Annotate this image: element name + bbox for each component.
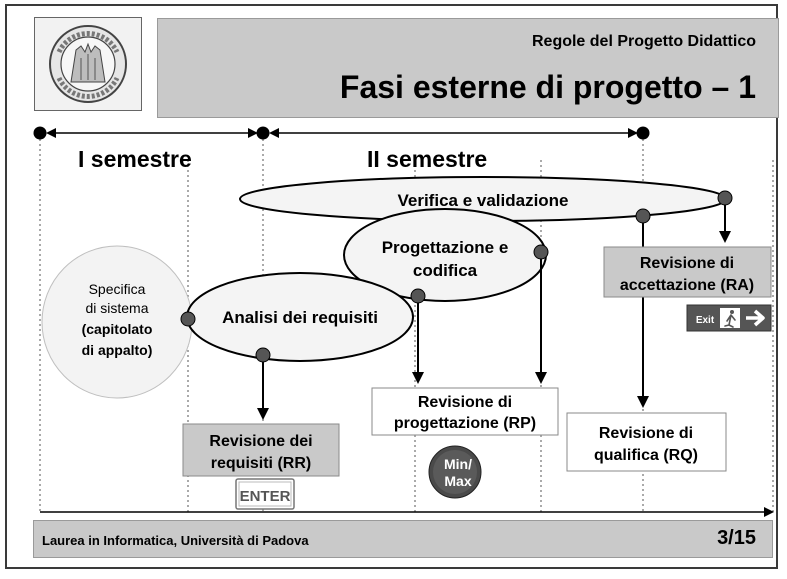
review-ra: Revisione di accettazione (RA) — [603, 246, 772, 298]
header-small-title: Regole del Progetto Didattico — [531, 33, 756, 50]
arrow-right-icon — [746, 309, 765, 327]
footer-institution: Laurea in Informatica, Università di Pad… — [42, 533, 309, 548]
verifica-ellipse: Verifica e validazione — [239, 176, 727, 222]
review-rq-text: Revisione di — [599, 425, 693, 442]
enter-label: ENTER — [240, 488, 291, 505]
slide-frame — [5, 4, 778, 569]
specifica-text: di appalto) — [82, 342, 153, 358]
review-rq: Revisione di qualifica (RQ) — [566, 412, 727, 472]
minmax-icon: Min/ Max — [428, 445, 482, 499]
review-rr: Revisione dei requisiti (RR) — [182, 423, 340, 477]
review-rr-text: requisiti (RR) — [211, 455, 311, 472]
specifica-text: (capitolato — [82, 321, 153, 337]
connector-dot — [180, 311, 196, 327]
review-ra-text: Revisione di — [640, 255, 734, 272]
progettazione-label: Progettazione e — [382, 238, 509, 257]
page-number: 3/15 — [717, 527, 756, 549]
progettazione-ellipse: Progettazione e codifica — [343, 208, 547, 302]
analisi-ellipse: Analisi dei requisiti — [186, 272, 414, 362]
review-rp-text: Revisione di — [418, 394, 512, 411]
exit-label: Exit — [696, 315, 715, 326]
enter-icon: ENTER — [235, 478, 295, 510]
page-title: Fasi esterne di progetto – 1 — [339, 69, 756, 105]
connector-dot — [255, 347, 271, 363]
milestone-dot — [256, 126, 270, 140]
analisi-label: Analisi dei requisiti — [222, 308, 378, 327]
semester-timeline: I semestre II semestre — [33, 126, 650, 172]
review-rp-text: progettazione (RP) — [394, 415, 536, 432]
review-ra-text: accettazione (RA) — [620, 277, 754, 294]
milestone-dot — [33, 126, 47, 140]
connector-dot — [717, 190, 733, 206]
semester1-label: I semestre — [78, 146, 192, 172]
connector-dot — [410, 288, 426, 304]
semester2-label: II semestre — [367, 146, 487, 172]
connector-dot — [635, 208, 651, 224]
review-rr-text: Revisione dei — [209, 433, 312, 450]
minmax-label: Max — [444, 473, 471, 489]
specifica-text: di sistema — [85, 300, 148, 316]
specifica-text: Specifica — [89, 281, 146, 297]
specifica-ellipse: Specifica di sistema (capitolato di appa… — [41, 245, 193, 399]
connector-dot — [533, 244, 549, 260]
university-seal-icon — [34, 17, 142, 111]
exit-sign-icon: Exit — [686, 304, 772, 332]
footer-bar: Laurea in Informatica, Università di Pad… — [33, 520, 773, 558]
connector-dots — [180, 190, 733, 363]
progettazione-label: codifica — [413, 261, 478, 280]
header-box: Regole del Progetto Didattico Fasi ester… — [157, 18, 779, 118]
verifica-label: Verifica e validazione — [397, 191, 568, 210]
review-rp: Revisione di progettazione (RP) — [371, 387, 559, 436]
seal-graphic — [49, 25, 127, 103]
review-rq-text: qualifica (RQ) — [594, 447, 698, 464]
milestone-dot — [636, 126, 650, 140]
minmax-label: Min/ — [444, 456, 472, 472]
